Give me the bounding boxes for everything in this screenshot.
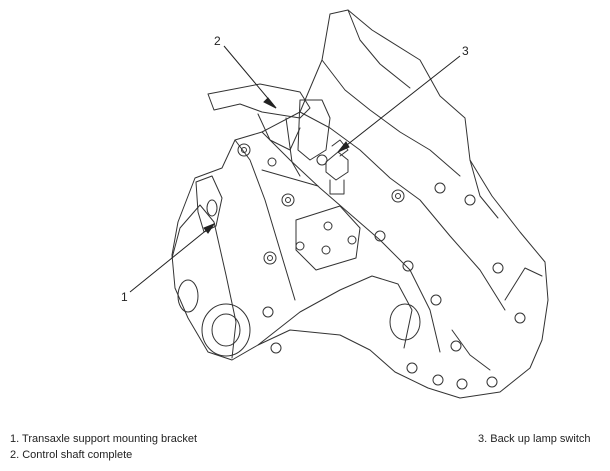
callout-number-2: 2 [214,34,221,48]
cover-plate [295,205,361,271]
bell-housing [171,204,237,359]
bolt-group [237,143,526,390]
support-bracket [195,175,223,233]
leader-lines [129,45,461,293]
caption-2: 2. Control shaft complete [10,449,133,461]
callout-number-1: 1 [121,290,128,304]
caption-list-left: 1. Transaxle support mounting bracket 2.… [10,431,197,463]
control-shaft-assembly [207,83,331,187]
side-boss [177,279,199,313]
bearing-boss [389,303,421,341]
housing-outline [171,9,549,399]
caption-list-right: 3. Back up lamp switch [478,431,591,447]
callout-number-3: 3 [462,44,469,58]
caption-1: 1. Transaxle support mounting bracket [10,433,198,445]
output-flange [201,303,251,357]
caption-3: 3. Back up lamp switch [478,433,591,445]
transaxle-illustration: 1 2 3 [121,9,549,399]
